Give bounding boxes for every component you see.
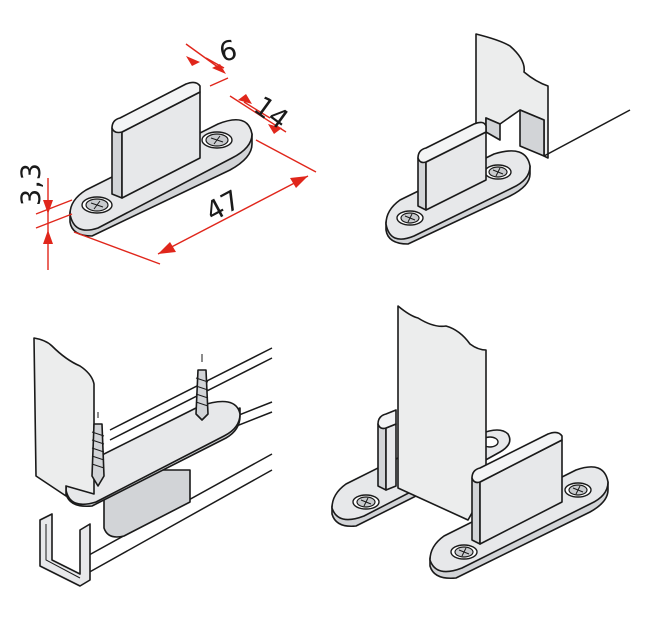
panel-door-guides — [331, 305, 609, 580]
door-panel — [397, 305, 487, 521]
dimension-lines — [35, 43, 317, 270]
guide-fin — [111, 81, 201, 199]
panel-screw-mounting — [33, 337, 273, 587]
dimension-label-height: 3,3 — [16, 163, 47, 206]
dimension-label-width-top: 6 — [216, 35, 240, 69]
guide-fin — [417, 121, 487, 211]
base-plate — [385, 150, 531, 245]
front-guide — [429, 431, 609, 580]
door-panel — [475, 33, 631, 159]
screw-left — [91, 412, 105, 487]
screw-right — [195, 354, 209, 421]
door-panel — [33, 337, 95, 497]
panel-door-slot — [385, 33, 631, 245]
panel-dimensioned-guide: 6 14 47 3,3 — [16, 35, 317, 270]
dimension-label-length: 47 — [201, 185, 246, 229]
dimension-label-width-base: 14 — [248, 91, 294, 136]
